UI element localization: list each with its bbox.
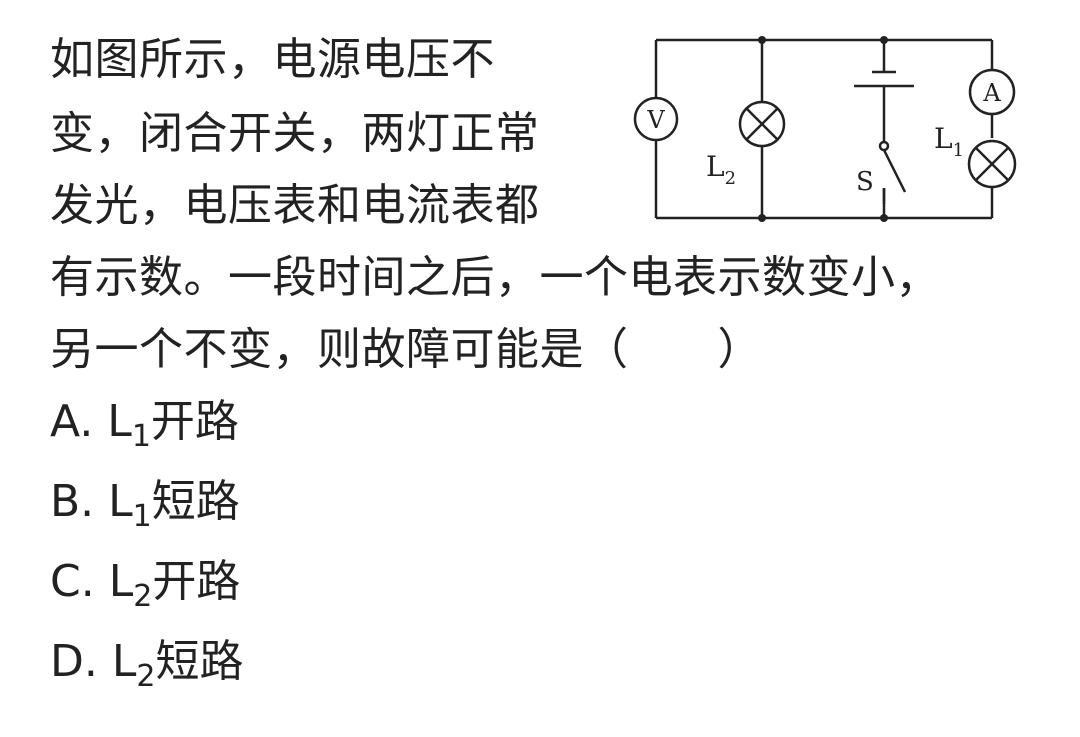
option-a[interactable]: A. L1开路	[50, 392, 239, 467]
voltmeter-symbol: V	[646, 106, 665, 134]
junction-dot	[880, 214, 888, 222]
option-c-suffix: 开路	[152, 556, 241, 607]
option-a-prefix: A. L	[50, 396, 132, 447]
question-line-5: 另一个不变，则故障可能是（ ）	[50, 324, 762, 375]
option-c-sub: 2	[133, 579, 153, 614]
voltmeter-icon: V	[633, 96, 679, 142]
battery-icon	[854, 70, 914, 88]
option-c-prefix: C. L	[50, 556, 134, 607]
switch-label: S	[856, 167, 874, 197]
ammeter-symbol: A	[982, 79, 1001, 107]
option-d-sub: 2	[136, 659, 156, 694]
circuit-diagram: V L2 S A L1	[633, 36, 1017, 222]
switch-icon	[878, 140, 907, 204]
option-a-sub: 1	[131, 419, 151, 454]
option-d[interactable]: D. L2短路	[50, 632, 243, 707]
option-b[interactable]: B. L1短路	[50, 472, 240, 547]
lamp-l2-label: L2	[706, 150, 736, 189]
option-b-suffix: 短路	[151, 476, 240, 527]
question-line-4: 有示数。一段时间之后，一个电表示数变小，	[50, 252, 940, 303]
junction-dot	[758, 36, 766, 44]
lamp-l1-icon	[967, 139, 1017, 189]
option-b-sub: 1	[132, 499, 152, 534]
option-c[interactable]: C. L2开路	[50, 552, 240, 627]
option-a-suffix: 开路	[150, 396, 239, 447]
junction-dot	[758, 214, 766, 222]
option-d-suffix: 短路	[155, 636, 244, 687]
lamp-l1-label: L1	[934, 122, 964, 161]
option-b-prefix: B. L	[50, 476, 133, 527]
question-line-3: 发光，电压表和电流表都	[50, 180, 540, 231]
question-line-1: 如图所示，电源电压不	[50, 34, 495, 85]
question-line-2: 变，闭合开关，两灯正常	[50, 108, 540, 159]
ammeter-icon: A	[968, 68, 1016, 116]
junction-dot	[880, 36, 888, 44]
lamp-l2-icon	[738, 100, 786, 148]
option-d-prefix: D. L	[50, 636, 137, 687]
